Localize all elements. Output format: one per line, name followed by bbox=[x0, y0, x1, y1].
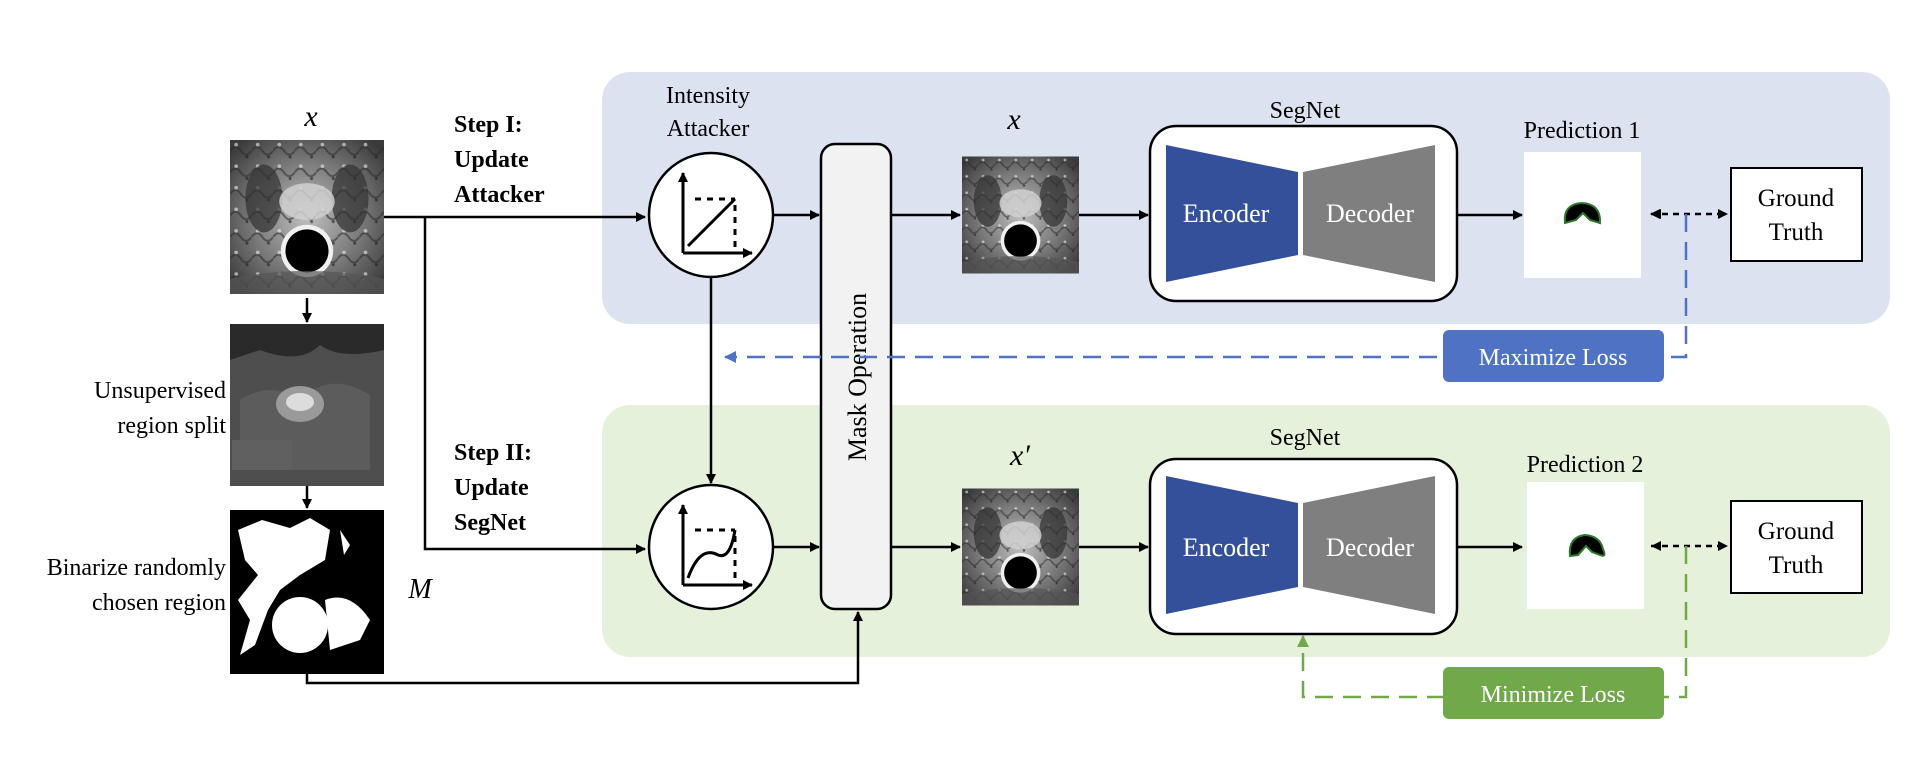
encoder-top bbox=[1166, 145, 1298, 282]
step1-line2: Update bbox=[454, 147, 529, 173]
perturbed-mri-top bbox=[962, 156, 1079, 274]
mask-operation-block bbox=[819, 142, 893, 611]
unsupervised-split-caption: Unsupervised bbox=[94, 378, 226, 404]
x-top-label: x bbox=[1006, 103, 1021, 136]
ground-truth-bottom-line2: Truth bbox=[1769, 552, 1824, 579]
input-mri-image bbox=[230, 140, 384, 294]
step1-title: Step I: bbox=[454, 112, 523, 138]
binary-mask-image bbox=[230, 510, 384, 674]
minimize-loss-box bbox=[1443, 667, 1664, 719]
encoder-bottom bbox=[1166, 476, 1298, 614]
segnet-bottom-label: SegNet bbox=[1270, 425, 1341, 451]
binarize-caption-2: chosen region bbox=[92, 590, 226, 616]
prediction2-mask bbox=[1568, 533, 1606, 558]
maximize-loss-box bbox=[1443, 330, 1664, 382]
maximize-loss-label: Maximize Loss bbox=[1479, 345, 1628, 371]
step1-line3: Attacker bbox=[454, 182, 545, 208]
intensity-attacker-label-2: Attacker bbox=[667, 116, 750, 142]
prediction2-label: Prediction 2 bbox=[1527, 452, 1644, 478]
prediction1-mask bbox=[1563, 201, 1602, 225]
step2-line2: Update bbox=[454, 475, 529, 501]
encoder-top-label: Encoder bbox=[1183, 199, 1270, 228]
ground-truth-top bbox=[1730, 167, 1863, 262]
encoder-bottom-label: Encoder bbox=[1183, 533, 1270, 562]
region-split-image bbox=[230, 324, 384, 486]
ground-truth-bottom bbox=[1730, 500, 1863, 594]
decoder-bottom-label: Decoder bbox=[1326, 533, 1414, 562]
decoder-top-label: Decoder bbox=[1326, 199, 1414, 228]
prediction1-label: Prediction 1 bbox=[1524, 118, 1641, 144]
step2-line3: SegNet bbox=[454, 510, 526, 536]
decoder-bottom bbox=[1303, 476, 1435, 614]
ground-truth-top-line2: Truth bbox=[1769, 219, 1824, 246]
intensity-attacker-label: Intensity bbox=[666, 83, 750, 109]
perturbed-mri-bottom bbox=[962, 488, 1079, 606]
mask-symbol: M bbox=[407, 574, 433, 605]
segnet-top-label: SegNet bbox=[1270, 98, 1341, 124]
binarize-caption: Binarize randomly bbox=[47, 555, 226, 581]
linear-curve-icon bbox=[647, 151, 775, 279]
mask-operation-label: Mask Operation bbox=[843, 293, 872, 461]
minimize-loss-label: Minimize Loss bbox=[1481, 682, 1626, 708]
ground-truth-top-line1: Ground bbox=[1758, 185, 1835, 212]
prediction1-image bbox=[1524, 152, 1641, 278]
input-x-label: x bbox=[303, 100, 318, 133]
x-prime-label: x′ bbox=[1009, 439, 1030, 472]
ground-truth-bottom-line1: Ground bbox=[1758, 518, 1835, 545]
decoder-top bbox=[1303, 145, 1435, 282]
unsupervised-split-caption-2: region split bbox=[117, 413, 226, 439]
step2-title: Step II: bbox=[454, 440, 532, 466]
nonlinear-curve-icon bbox=[647, 483, 775, 611]
